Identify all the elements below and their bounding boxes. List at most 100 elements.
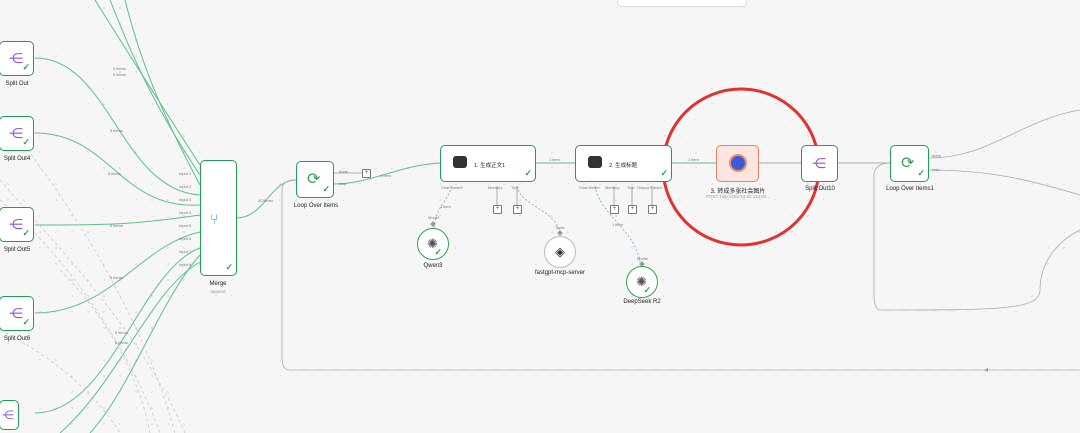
merge-input-8: Input 8 [179,262,192,267]
mcp-node[interactable]: ◈ [544,236,576,268]
merge-input-6: Input 6 [179,236,192,241]
edge-label: 1 item [688,157,699,162]
success-check-icon: ✓ [22,62,30,72]
mcp-icon: ◈ [555,244,565,259]
loop2-done-label: done [932,153,941,158]
merge-input-7: Input 7 [179,249,192,254]
agent1-node[interactable]: 1. 生成正文1 ✓ [440,145,536,182]
merge-node[interactable]: ⑂ ✓ [200,160,237,276]
split-out-label: Split Out [5,81,29,87]
edge-label: 1 item [380,173,391,178]
add-node-button[interactable]: + [362,169,371,178]
split-out5-label: Split Out5 [3,247,31,253]
merge-icon: ⑂ [210,211,219,227]
add-tool-button[interactable]: + [513,205,522,214]
openai-icon: ✺ [636,274,647,289]
split-out5-node[interactable]: ⋲ ✓ [0,207,34,242]
edge-label: 5 items [108,171,121,176]
http-label: 3. 转成多张社会图片 [710,189,766,195]
agent2-port-chat-model: Chat Model [579,185,600,190]
split-out10-label: Split Out10 [805,186,835,192]
mcp-label: fastgpt-mcp-server [534,270,586,276]
merge-input-3: Input 3 [179,197,192,202]
robot-icon [453,156,467,168]
edge-label: 1 item [612,222,623,227]
agent2-node[interactable]: 2. 生成标题 ✓ [575,145,672,182]
top-toolbar[interactable] [617,0,747,7]
qwen-node[interactable]: ✺ ✓ [417,228,449,260]
agent2-port-memory: Memory [605,185,620,190]
loop2-node[interactable]: ⟳ ✓ [890,145,929,182]
success-check-icon: ✓ [524,168,532,178]
split-out-node[interactable]: ⋲ ✓ [0,41,34,76]
merge-label: Merge [209,281,227,287]
add-memory-button[interactable]: + [493,205,502,214]
edge-label: 5 items [110,275,123,280]
agent2-port-tool: Tool [627,185,635,190]
loop2-label: Loop Over Items1 [886,186,934,192]
split-out6-label: Split Out6 [3,336,31,342]
success-check-icon: ✓ [434,247,442,257]
deepseek-label: DeepSeek R2 [623,299,661,305]
success-check-icon: ✓ [322,184,330,194]
agent1-port-memory: Memory [488,185,503,190]
qwen-label: Qwen3 [423,263,443,269]
edge-label: 1 item [549,157,560,162]
edge-label: 5 items [113,72,126,77]
merge-input-1: Input 1 [179,171,192,176]
robot-icon [588,156,602,168]
loop-done-label: done [339,169,348,174]
loop-node[interactable]: ⟳ ✓ [296,161,334,198]
loop2-loop-label: loop [932,167,940,172]
split-out-icon: ⋲ [9,305,23,321]
edge-label: 5 items [115,330,128,335]
merge-input-2: Input 2 [179,184,192,189]
refresh-icon: ⟳ [901,155,915,172]
agent2-label: 2. 生成标题 [609,163,638,169]
edge-label: 40 items [258,198,274,203]
split-out-node-partial[interactable]: ⋲ [0,400,19,430]
agent2-port-output-parser: Output Parser [637,185,662,190]
edge-label: 5 items [115,340,128,345]
http-sub: POST: http://192.53.83.113:83... [706,194,770,199]
success-check-icon: ✓ [660,168,668,178]
merge-sub: append [210,289,226,294]
edge-label: 1 item [440,204,451,209]
agent1-label: 1. 生成正文1 [474,163,506,169]
add-tool-button[interactable]: + [628,205,637,214]
qwen-port-label: Model [428,215,439,220]
http-request-node[interactable] [716,145,759,182]
split-out-icon: ⋲ [2,408,14,422]
loop-label: Loop Over Items [293,203,339,209]
refresh-icon: ⟳ [307,171,321,188]
add-output-parser-button[interactable]: + [648,205,657,214]
success-check-icon: ✓ [22,228,30,238]
mcp-port-label: Tools [555,225,565,230]
split-out-icon: ⋲ [9,125,23,141]
add-memory-button[interactable]: + [610,205,619,214]
edge-label: 5 items [113,66,126,71]
split-out10-node[interactable]: ⋲ [801,145,838,182]
merge-input-4: Input 4 [179,210,192,215]
split-out-icon: ⋲ [9,50,23,66]
edge-label: 5 items [110,128,123,133]
deepseek-node[interactable]: ✺ ✓ [626,266,658,298]
success-check-icon: ✓ [22,137,30,147]
split-out-icon: ⋲ [9,216,23,232]
merge-input-5: Input 5 [179,223,192,228]
split-out4-node[interactable]: ⋲ ✓ [0,116,34,151]
agent1-port-tool: Tool [511,185,519,190]
loop-loop-label: loop [339,181,347,186]
openai-icon: ✺ [427,236,438,251]
success-check-icon: ✓ [22,317,30,327]
edge-label: 5 items [110,223,123,228]
agent1-port-chat-model: Chat Model* [441,185,464,190]
deepseek-port-label: Model [637,256,648,261]
success-check-icon: ✓ [643,285,651,295]
globe-icon [729,154,747,172]
split-out6-node[interactable]: ⋲ ✓ [0,296,34,331]
split-out4-label: Split Out4 [3,156,31,162]
success-check-icon: ✓ [917,168,925,178]
